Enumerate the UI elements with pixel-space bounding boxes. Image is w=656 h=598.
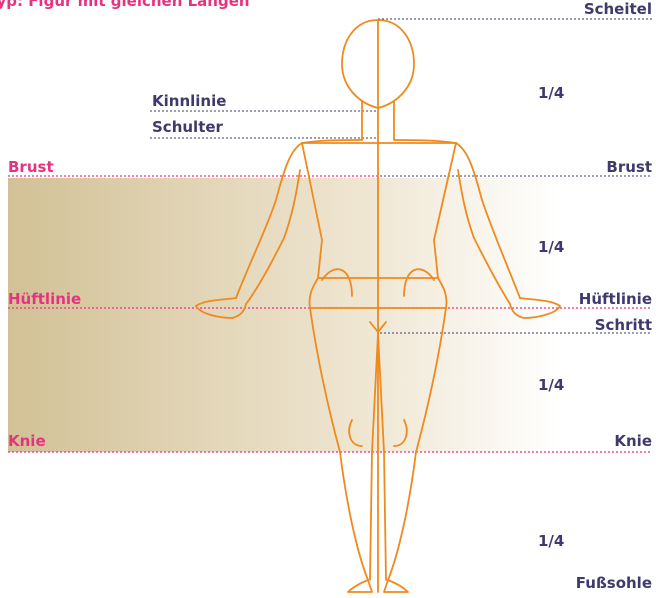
label-schritt: Schritt bbox=[595, 316, 652, 334]
fraction-3: 1/4 bbox=[538, 376, 564, 394]
fraction-2: 1/4 bbox=[538, 238, 564, 256]
fraction-4: 1/4 bbox=[538, 532, 564, 550]
label-scheitel: Scheitel bbox=[584, 0, 652, 18]
label-schulter: Schulter bbox=[152, 118, 223, 136]
page-title: Typ: Figur mit gleichen Längen bbox=[0, 0, 250, 10]
fraction-1: 1/4 bbox=[538, 84, 564, 102]
label-fusssohle: Fußsohle bbox=[576, 574, 652, 592]
label-knie-left: Knie bbox=[8, 432, 46, 450]
label-kinnlinie: Kinnlinie bbox=[152, 92, 226, 110]
label-brust-left: Brust bbox=[8, 158, 54, 176]
label-knie-right: Knie bbox=[614, 432, 652, 450]
label-brust-right: Brust bbox=[606, 158, 652, 176]
label-hueftlinie-right: Hüftlinie bbox=[579, 290, 652, 308]
label-hueftlinie-left: Hüftlinie bbox=[8, 290, 81, 308]
